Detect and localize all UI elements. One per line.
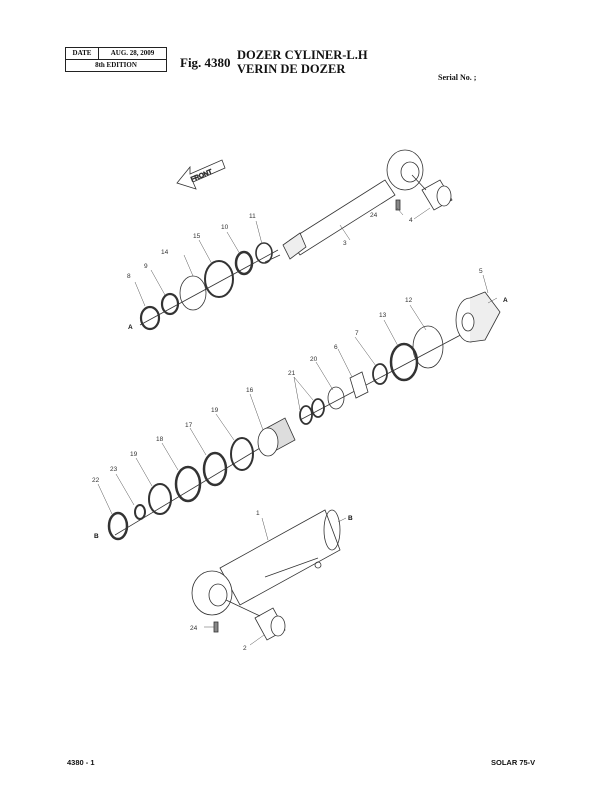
callout-19-upper: 19 — [211, 407, 219, 414]
ref-marker-a-right: A — [503, 297, 508, 304]
callout-18: 18 — [156, 436, 164, 443]
title-french: VERIN DE DOZER — [237, 62, 346, 76]
callout-11: 11 — [249, 213, 256, 220]
callout-21: 21 — [288, 370, 296, 377]
piston-group — [107, 417, 296, 541]
callout-5: 5 — [479, 268, 483, 275]
callout-24-bottom: 24 — [190, 625, 198, 632]
date-label: DATE — [66, 48, 99, 59]
callout-14: 14 — [161, 249, 169, 256]
bushing-4-part — [411, 174, 453, 211]
rod-seals-group — [139, 242, 279, 331]
ref-marker-b-left: B — [94, 533, 99, 540]
callout-22: 22 — [92, 477, 100, 484]
callout-3: 3 — [343, 240, 347, 247]
callout-24-top: 24 — [370, 212, 378, 219]
callout-12: 12 — [405, 297, 413, 304]
callout-10: 10 — [221, 224, 229, 231]
ref-marker-b-right: B — [348, 515, 353, 522]
piston-rod-part — [264, 149, 424, 263]
callout-23: 23 — [110, 466, 118, 473]
callout-8: 8 — [127, 273, 131, 280]
edition-label: 8th EDITION — [95, 61, 137, 69]
front-arrow-icon: FRONT — [176, 159, 226, 190]
callout-2: 2 — [243, 645, 247, 652]
cylinder-tube-part — [191, 509, 341, 616]
ref-marker-a-left: A — [128, 324, 133, 331]
callout-4: 4 — [409, 217, 413, 224]
figure-number: Fig. 4380 — [180, 55, 231, 70]
page-title: DOZER CYLINER-L.H VERIN DE DOZER — [237, 48, 368, 76]
callout-19-lower: 19 — [130, 451, 138, 458]
serial-number-label: Serial No. ; — [438, 73, 477, 82]
callout-1: 1 — [256, 510, 260, 517]
bushing-2-part — [225, 599, 286, 641]
callout-9: 9 — [144, 263, 148, 270]
date-value: AUG. 28, 2009 — [110, 49, 155, 57]
grease-nipple-top-part — [395, 199, 401, 211]
model-name: SOLAR 75-V — [491, 758, 536, 767]
grease-nipple-bottom-part — [213, 621, 219, 633]
callout-6: 6 — [334, 344, 338, 351]
callout-16: 16 — [246, 387, 254, 394]
callout-13: 13 — [379, 312, 387, 319]
date-box: DATE AUG. 28, 2009 8th EDITION — [65, 47, 167, 72]
callout-15: 15 — [193, 233, 201, 240]
title-english: DOZER CYLINER-L.H — [237, 48, 368, 62]
cylinder-head-group — [299, 291, 501, 425]
callout-7: 7 — [355, 330, 359, 337]
callout-20: 20 — [310, 356, 318, 363]
page-number: 4380 - 1 — [67, 758, 95, 767]
callout-17: 17 — [185, 422, 193, 429]
